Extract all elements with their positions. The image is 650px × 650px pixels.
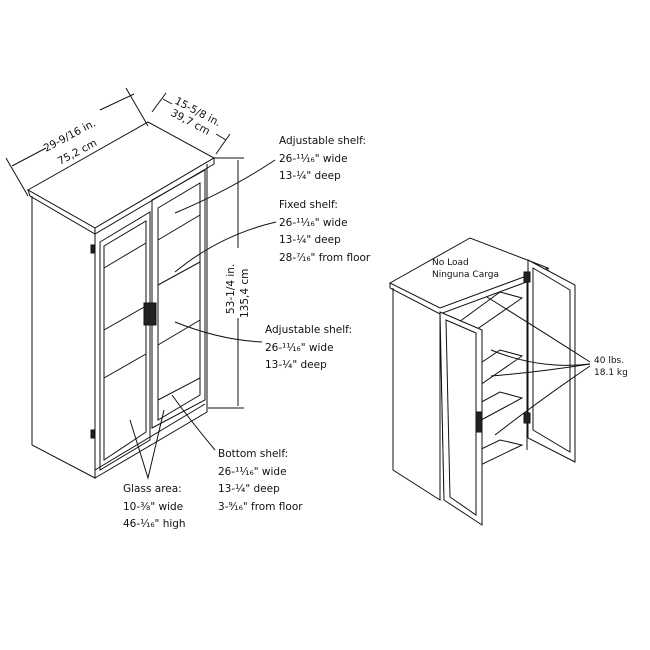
callout-floor: 3-⁹⁄₁₆" from floor (218, 500, 303, 513)
callout-deep: 13-¼" deep (279, 170, 341, 182)
callout-wide: 26-¹¹⁄₁₆" wide (279, 216, 348, 229)
callout-deep: 13-¼" deep (279, 234, 341, 246)
adjustable-shelf-lower-callout: Adjustable shelf: 26-¹¹⁄₁₆" wide 13-¼" d… (265, 322, 352, 375)
shelf-load-label: 40 lbs. 18.1 kg (594, 355, 628, 379)
callout-title: Fixed shelf: (279, 199, 338, 211)
callout-deep: 13-¼" deep (218, 483, 280, 495)
fixed-shelf-callout: Fixed shelf: 26-¹¹⁄₁₆" wide 13-¼" deep 2… (279, 197, 370, 267)
callout-wide: 26-¹¹⁄₁₆" wide (265, 341, 334, 354)
callout-wide: 26-¹¹⁄₁₆" wide (279, 152, 348, 165)
right-cabinet-drawing (388, 237, 591, 526)
door-lock (143, 302, 157, 326)
height-cm: 135,4 cm (239, 269, 251, 318)
callout-title: Glass area: (123, 483, 182, 495)
callout-title: Adjustable shelf: (265, 324, 352, 336)
bottom-shelf-callout: Bottom shelf: 26-¹¹⁄₁₆" wide 13-¼" deep … (218, 446, 303, 516)
callout-floor: 28-⁷⁄₁₆" from floor (279, 251, 371, 264)
no-load-label: No Load Ninguna Carga (432, 257, 499, 281)
no-load-en: No Load (432, 258, 469, 268)
left-cabinet-drawing (5, 87, 277, 480)
callout-wide: 10-⅜" wide (123, 500, 184, 513)
load-lbs: 40 lbs. (594, 356, 625, 366)
adjustable-shelf-top-callout: Adjustable shelf: 26-¹¹⁄₁₆" wide 13-¼" d… (279, 133, 366, 186)
height-inches: 53-1/4 in. (225, 264, 237, 314)
callout-high: 46-¹⁄₁₆" high (123, 518, 186, 530)
callout-title: Adjustable shelf: (279, 135, 366, 147)
load-kg: 18.1 kg (594, 368, 628, 378)
callout-title: Bottom shelf: (218, 448, 289, 460)
callout-deep: 13-¼" deep (265, 359, 327, 371)
glass-area-callout: Glass area: 10-⅜" wide 46-¹⁄₁₆" high (123, 481, 186, 534)
callout-wide: 26-¹¹⁄₁₆" wide (218, 465, 287, 478)
no-load-es: Ninguna Carga (432, 270, 500, 280)
